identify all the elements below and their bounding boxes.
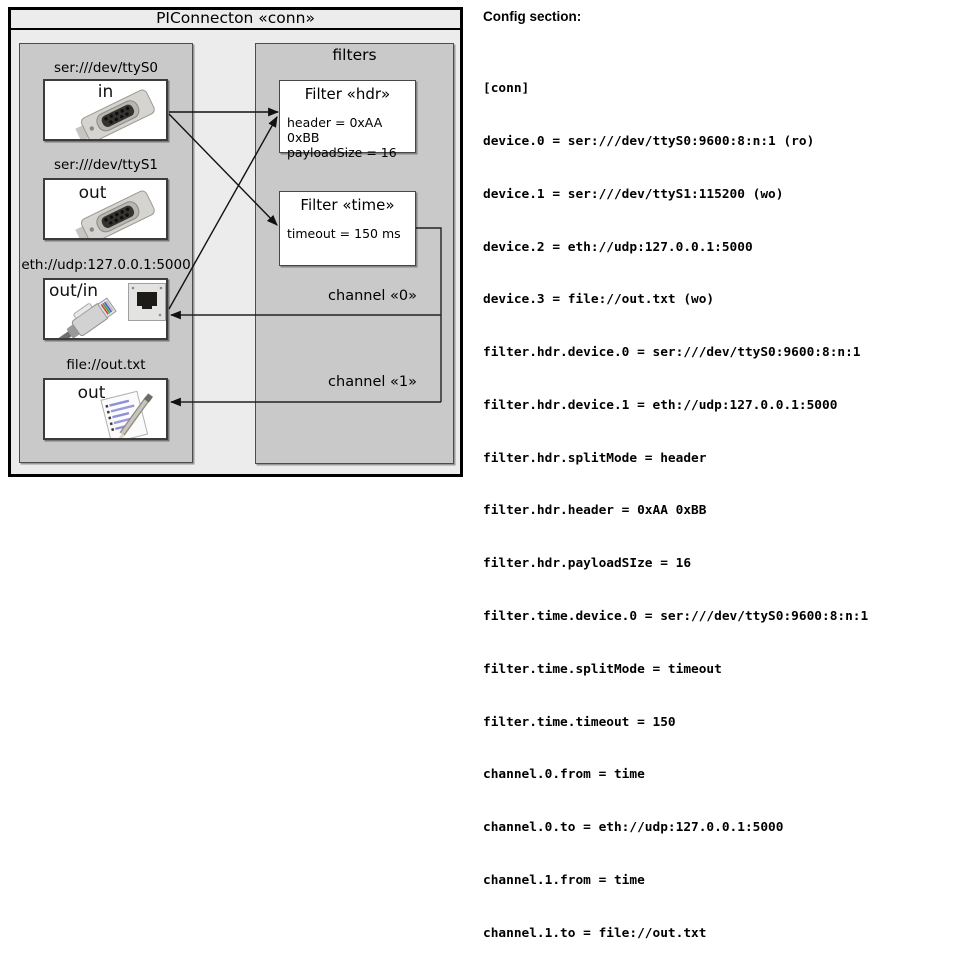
piconnecton-diagram: PIConnecton «conn» filters ser:///dev/tt… xyxy=(8,7,463,477)
ethernet-jack-icon xyxy=(128,283,166,321)
device-1-label: ser:///dev/ttyS1 xyxy=(54,157,158,173)
config-line: device.1 = ser:///dev/ttyS1:115200 (wo) xyxy=(483,186,784,202)
device-1-box: out xyxy=(43,178,168,240)
device-1-port-label: out xyxy=(78,183,107,203)
config-panel: Config section: [conn] device.0 = ser://… xyxy=(483,9,961,968)
device-2-box: out/in xyxy=(43,278,168,340)
config-line: filter.time.device.0 = ser:///dev/ttyS0:… xyxy=(483,609,869,624)
device-2-port-label: out/in xyxy=(49,281,99,301)
filter-time-title: Filter «time» xyxy=(300,196,395,214)
config-line: filter.hdr.device.0 = ser:///dev/ttyS0:9… xyxy=(483,345,861,361)
device-3-label: file://out.txt xyxy=(66,357,146,373)
config-line: [conn] xyxy=(483,81,530,97)
config-line: filter.hdr.device.1 = eth://udp:127.0.0.… xyxy=(483,397,838,413)
config-line: filter.time.splitMode = timeout xyxy=(483,661,722,677)
device-0-label: ser:///dev/ttyS0 xyxy=(54,60,158,76)
filter-hdr-prop-payload: payloadSize = 16 xyxy=(287,145,397,160)
config-line: channel.1.to = file://out.txt xyxy=(483,925,707,941)
filter-time-box: Filter «time» timeout = 150 ms xyxy=(279,191,416,266)
config-line: channel.1.from = time xyxy=(483,872,645,888)
device-3-port-label: out xyxy=(77,383,106,403)
config-line: filter.time.timeout = 150 xyxy=(483,714,676,730)
channel-1-label: channel «1» xyxy=(328,374,417,390)
config-line: device.2 = eth://udp:127.0.0.1:5000 xyxy=(483,239,753,255)
device-0-box: in xyxy=(43,79,168,141)
config-line: filter.hdr.payloadSIze = 16 xyxy=(483,556,692,572)
device-0-port-label: in xyxy=(97,82,114,102)
filter-hdr-title: Filter «hdr» xyxy=(304,85,391,103)
filter-hdr-prop-header: header = 0xAA 0xBB xyxy=(287,115,383,145)
filter-hdr-box: Filter «hdr» header = 0xAA 0xBB payloadS… xyxy=(279,80,416,160)
config-line: channel.0.to = eth://udp:127.0.0.1:5000 xyxy=(483,820,784,836)
config-line: filter.hdr.splitMode = header xyxy=(483,450,707,466)
filter-time-prop-timeout: timeout = 150 ms xyxy=(287,226,401,241)
rj45-plug-icon xyxy=(57,297,117,338)
channel-0-label: channel «0» xyxy=(328,288,417,304)
filters-group-label: filters xyxy=(332,46,377,64)
notepad-pencil-icon xyxy=(100,390,153,438)
config-line: channel.0.from = time xyxy=(483,767,645,783)
diagram-title: PIConnecton «conn» xyxy=(11,10,460,30)
config-lines: [conn] device.0 = ser:///dev/ttyS0:9600:… xyxy=(483,45,961,968)
db9-serial-connector-icon xyxy=(75,190,155,238)
db9-serial-connector-icon xyxy=(75,89,155,139)
config-line: device.0 = ser:///dev/ttyS0:9600:8:n:1 (… xyxy=(483,133,815,149)
config-line: device.3 = file://out.txt (wo) xyxy=(483,292,715,308)
device-2-label: eth://udp:127.0.0.1:5000 xyxy=(21,257,191,273)
device-3-box: out xyxy=(43,378,168,440)
config-heading: Config section: xyxy=(483,9,582,24)
config-line: filter.hdr.header = 0xAA 0xBB xyxy=(483,503,707,519)
